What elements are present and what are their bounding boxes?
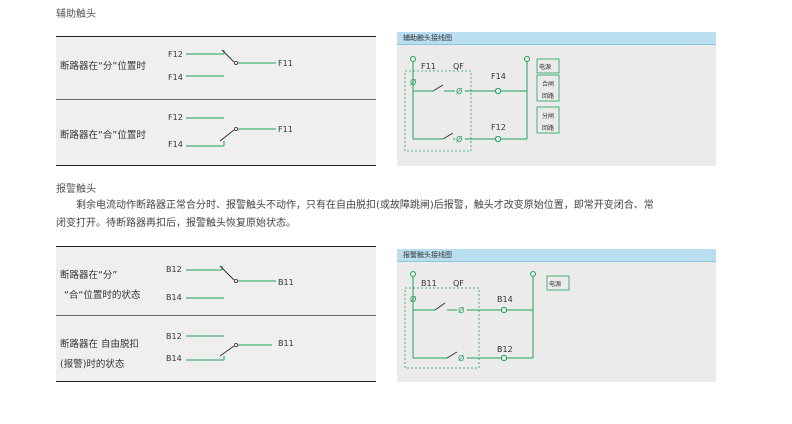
- terminal-b14: B14: [166, 293, 182, 302]
- diagram-label-f14: F14: [491, 72, 506, 81]
- diagram-label-qf: QF: [453, 62, 464, 71]
- svg-text:Ø: Ø: [410, 77, 416, 87]
- alarm-contact-symbol-normal: [186, 265, 276, 299]
- box-power: 电源: [549, 281, 562, 288]
- aux-diagram-header: 辅助触头接线图: [397, 32, 716, 45]
- contact-symbol-closed: [186, 117, 276, 147]
- diagram-label-f12: F12: [491, 123, 506, 132]
- table-divider: [56, 315, 376, 316]
- svg-text:Ø: Ø: [456, 134, 462, 144]
- aux-row-open-state: 断路器在“分”位置时: [60, 61, 146, 72]
- terminal-b14: B14: [166, 354, 182, 363]
- aux-heading: 辅助触头: [56, 9, 96, 20]
- alarm-row-normal-state-l1: 断路器在“分”: [60, 270, 118, 281]
- alarm-wiring-diagram: Ø Ø Ø B11 QF B14 B12 电源: [397, 262, 716, 382]
- alarm-wiring-svg: Ø Ø Ø: [404, 271, 570, 369]
- alarm-row-normal-state-l2: “合“位置时的状态: [64, 290, 141, 301]
- terminal-b11: B11: [278, 339, 294, 348]
- diagram-label-qf: QF: [453, 279, 464, 288]
- svg-text:Ø: Ø: [458, 305, 464, 315]
- aux-wiring-svg: Ø Ø Ø: [404, 56, 560, 152]
- alarm-contact-table: 断路器在“分” “合“位置时的状态 B12 B14 B11 断路器在 自由脱扣 …: [56, 246, 376, 382]
- alarm-row-trip-state-l2: (报警)时的状态: [60, 359, 125, 370]
- diagram-label-b14: B14: [497, 295, 513, 304]
- table-divider: [56, 99, 376, 100]
- alarm-description-line1: 剩余电流动作断路器正常合分时、报警触头不动作，只有在自由脱扣(或故障跳闸)后报警…: [76, 200, 654, 211]
- table-divider: [56, 381, 376, 382]
- svg-text:Ø: Ø: [456, 86, 462, 96]
- svg-text:Ø: Ø: [458, 353, 464, 363]
- terminal-b12: B12: [166, 332, 182, 341]
- contact-symbol-open: [186, 49, 276, 77]
- terminal-f14: F14: [168, 140, 183, 149]
- terminal-b11: B11: [278, 278, 294, 287]
- alarm-contact-symbol-trip: [186, 335, 272, 361]
- terminal-f11: F11: [278, 125, 293, 134]
- terminal-f12: F12: [168, 113, 183, 122]
- aux-contact-table: 断路器在“分”位置时 F12 F14 F11 断路器在“合”位置时 F12 F1…: [56, 36, 376, 166]
- box-close-2: 回路: [542, 93, 555, 100]
- box-close-1: 合闸: [542, 81, 555, 88]
- diagram-label-f11: F11: [421, 62, 436, 71]
- alarm-diagram-header: 报警触头接线图: [397, 249, 716, 262]
- box-power: 电源: [539, 64, 552, 71]
- table-divider: [56, 165, 376, 166]
- diagram-label-b11: B11: [421, 279, 437, 288]
- box-open-2: 回路: [542, 125, 555, 132]
- terminal-f14: F14: [168, 73, 183, 82]
- alarm-description-line2: 闭变打开。待断路器再扣后，报警触头恢复原始状态。: [56, 218, 296, 229]
- terminal-f12: F12: [168, 50, 183, 59]
- svg-text:Ø: Ø: [410, 294, 416, 304]
- terminal-b12: B12: [166, 265, 182, 274]
- aux-wiring-diagram: Ø Ø Ø F11 QF F14 F12 电源 合闸 回路 分闸 回路: [397, 45, 716, 166]
- box-open-1: 分闸: [542, 113, 555, 120]
- alarm-row-trip-state-l1: 断路器在 自由脱扣: [60, 339, 140, 350]
- table-divider: [56, 246, 376, 247]
- terminal-f11: F11: [278, 59, 293, 68]
- diagram-label-b12: B12: [497, 345, 513, 354]
- table-divider: [56, 36, 376, 37]
- alarm-heading: 报警触头: [56, 184, 96, 195]
- aux-row-closed-state: 断路器在“合”位置时: [60, 130, 146, 141]
